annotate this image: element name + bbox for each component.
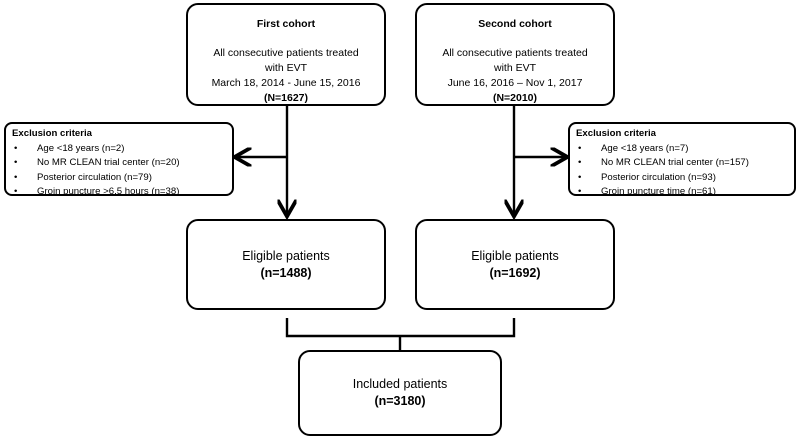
first-cohort-line-1: All consecutive patients treated bbox=[213, 47, 359, 59]
exclusion-left-item-age: Age <18 years (n=2) bbox=[12, 142, 226, 157]
exclusion-right-item-groin: Groin puncture time (n=61) bbox=[576, 185, 788, 200]
eligible-right-box: Eligible patients (n=1692) bbox=[415, 219, 615, 310]
first-cohort-line-2: with EVT bbox=[264, 62, 307, 74]
first-cohort-count: (N=1627) bbox=[263, 92, 309, 104]
exclusion-right-item-posterior: Posterior circulation (n=93) bbox=[576, 171, 788, 186]
second-cohort-line-1: All consecutive patients treated bbox=[442, 47, 588, 59]
merge-bracket bbox=[285, 318, 516, 350]
exclusion-criteria-left-list: Age <18 years (n=2) No MR CLEAN trial ce… bbox=[12, 142, 226, 200]
first-cohort-box: First cohort All consecutive patients tr… bbox=[186, 3, 386, 106]
eligible-left-label: Eligible patients bbox=[242, 248, 330, 263]
second-cohort-line-2: with EVT bbox=[493, 62, 536, 74]
exclusion-right-item-age: Age <18 years (n=7) bbox=[576, 142, 788, 157]
eligible-right-count: (n=1692) bbox=[489, 265, 541, 280]
second-cohort-count: (N=2010) bbox=[492, 92, 538, 104]
included-count: (n=3180) bbox=[374, 394, 426, 408]
exclusion-left-item-posterior: Posterior circulation (n=79) bbox=[12, 171, 226, 186]
included-patients-box: Included patients (n=3180) bbox=[298, 350, 502, 436]
exclusion-right-item-center: No MR CLEAN trial center (n=157) bbox=[576, 156, 788, 171]
exclusion-criteria-right-title: Exclusion criteria bbox=[576, 128, 656, 139]
first-cohort-dates: March 18, 2014 - June 15, 2016 bbox=[211, 77, 361, 89]
exclusion-left-item-groin: Groin puncture >6.5 hours (n=38) bbox=[12, 185, 226, 200]
second-cohort-title: Second cohort bbox=[478, 18, 552, 30]
exclusion-criteria-right-list: Age <18 years (n=7) No MR CLEAN trial ce… bbox=[576, 142, 788, 200]
exclusion-criteria-left-title: Exclusion criteria bbox=[12, 128, 92, 139]
first-cohort-title: First cohort bbox=[256, 18, 316, 30]
exclusion-criteria-right-box: Exclusion criteria Age <18 years (n=7) N… bbox=[568, 122, 796, 200]
eligible-left-count: (n=1488) bbox=[260, 265, 312, 280]
included-label: Included patients bbox=[352, 377, 448, 391]
exclusion-left-item-center: No MR CLEAN trial center (n=20) bbox=[12, 156, 226, 171]
eligible-left-box: Eligible patients (n=1488) bbox=[186, 219, 386, 310]
eligible-right-label: Eligible patients bbox=[471, 248, 559, 263]
second-cohort-dates: June 16, 2016 – Nov 1, 2017 bbox=[447, 77, 583, 89]
second-cohort-box: Second cohort All consecutive patients t… bbox=[415, 3, 615, 106]
exclusion-criteria-left-box: Exclusion criteria Age <18 years (n=2) N… bbox=[4, 122, 234, 200]
